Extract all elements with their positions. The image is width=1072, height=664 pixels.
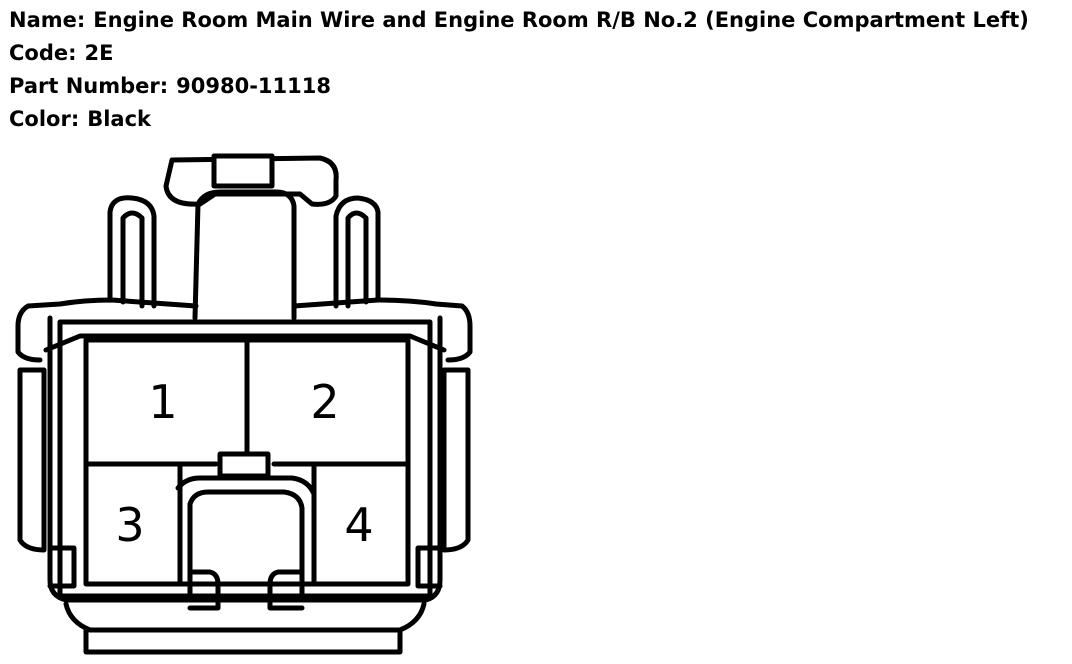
connector-latch [163,153,339,321]
name-label: Name: [9,8,86,32]
connector-housing [15,297,473,655]
part-number-value: 90980-11118 [176,74,331,98]
connector-posts [107,195,381,309]
code-value: 2E [84,41,114,65]
terminal-4: 4 [344,498,373,552]
part-number-line: Part Number: 90980-11118 [9,74,331,98]
terminal-1: 1 [148,375,177,429]
connector-key [175,475,317,611]
color-label: Color: [9,107,80,131]
code-line: Code: 2E [9,41,113,65]
name-value: Engine Room Main Wire and Engine Room R/… [93,8,1029,32]
color-line: Color: Black [9,107,151,131]
terminal-2: 2 [310,375,339,429]
color-value: Black [87,107,152,131]
part-number-label: Part Number: [9,74,169,98]
code-label: Code: [9,41,77,65]
terminal-cavities [83,337,411,587]
terminal-3: 3 [115,498,144,552]
name-line: Name: Engine Room Main Wire and Engine Ro… [9,8,1029,32]
